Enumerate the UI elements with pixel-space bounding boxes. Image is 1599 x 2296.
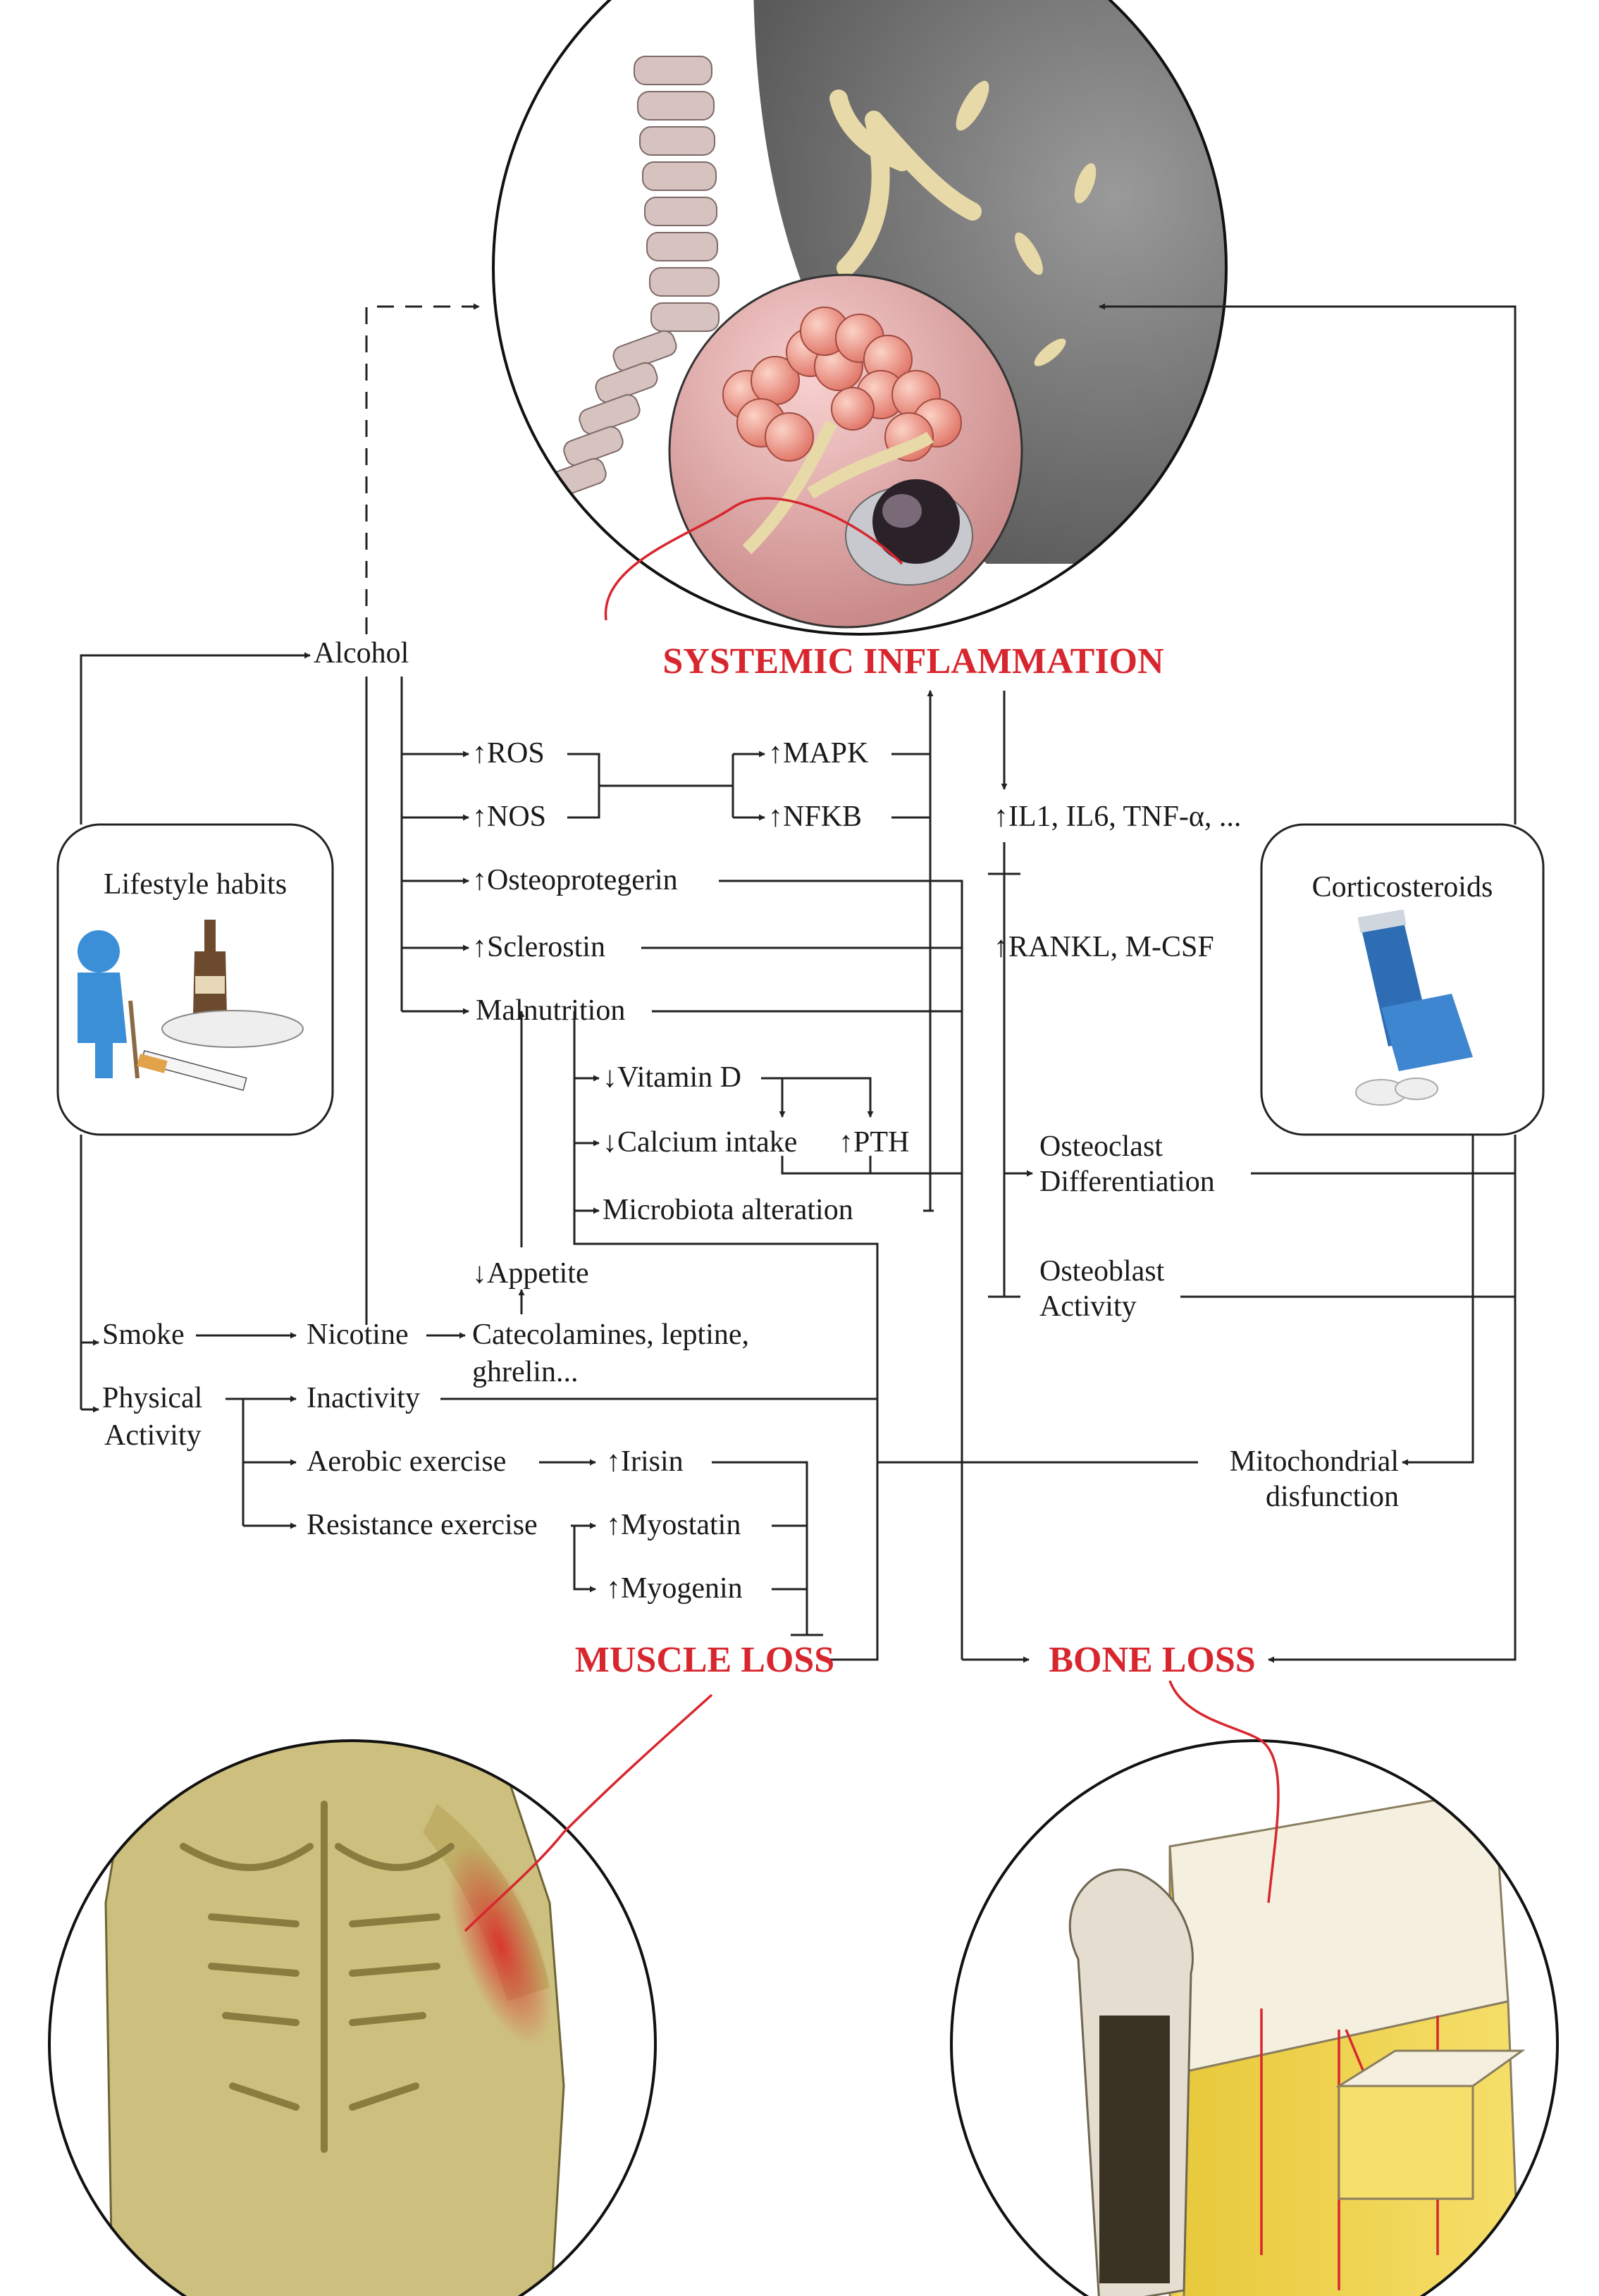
muscle-illustration (48, 1693, 713, 2296)
muscle-loss-title: MUSCLE LOSS (575, 1640, 834, 1680)
bone-loss-title: BONE LOSS (1049, 1640, 1255, 1680)
myostatin-label: ↑Myostatin (606, 1509, 741, 1541)
diagram-labels: SYSTEMIC INFLAMMATION MUSCLE LOSS BONE L… (102, 637, 1399, 1680)
sclerostin-label: ↑Sclerostin (472, 931, 605, 963)
mitochondrial-label: Mitochondrial (1230, 1445, 1399, 1478)
osteoclast-label-2: Differentiation (1039, 1166, 1215, 1198)
osteoprotegerin-label: ↑Osteoprotegerin (472, 864, 678, 896)
systemic-inflammation-title: SYSTEMIC INFLAMMATION (662, 641, 1163, 681)
corticosteroids-title: Corticosteroids (1312, 871, 1493, 903)
cytokines-label: ↑IL1, IL6, TNF-α, ... (994, 801, 1241, 833)
rankl-label: ↑RANKL, M-CSF (994, 931, 1214, 963)
osteoblast-label-2: Activity (1039, 1290, 1137, 1323)
microbiota-label: Microbiota alteration (603, 1194, 853, 1226)
osteoclast-label: Osteoclast (1039, 1130, 1163, 1163)
wine-bottle-icon (193, 920, 227, 1015)
myogenin-label: ↑Myogenin (606, 1572, 743, 1605)
calcium-intake-label: ↓Calcium intake (603, 1126, 797, 1159)
lung-illustration (492, 0, 1228, 636)
bone-illustration (950, 1680, 1559, 2296)
vitamin-d-label: ↓Vitamin D (603, 1061, 741, 1094)
catecholamines-label: Catecolamines, leptine, (472, 1319, 749, 1351)
connector-lines (80, 303, 1517, 1663)
mapk-label: ↑MAPK (768, 737, 868, 770)
physical-activity-label-2: Activity (104, 1419, 202, 1452)
nfkb-label: ↑NFKB (768, 801, 862, 833)
pth-label: ↑PTH (839, 1126, 909, 1159)
lifestyle-habits-box: Lifestyle habits (56, 823, 334, 1136)
cigarette-icon (137, 1049, 247, 1092)
osteoblast-label: Osteoblast (1039, 1255, 1165, 1288)
elderly-person-icon (78, 930, 140, 1079)
mitochondrial-label-2: disfunction (1266, 1481, 1399, 1513)
smoke-label: Smoke (102, 1319, 185, 1351)
inhaler-icon (1355, 909, 1473, 1106)
ros-label: ↑ROS (472, 737, 545, 770)
catecholamines-label-2: ghrelin... (472, 1356, 578, 1388)
nos-label: ↑NOS (472, 801, 546, 833)
malnutrition-label: Malnutrition (476, 994, 625, 1027)
lifestyle-habits-title: Lifestyle habits (104, 868, 287, 901)
corticosteroids-box: Corticosteroids (1260, 823, 1545, 1136)
aerobic-exercise-label: Aerobic exercise (307, 1445, 506, 1478)
alcohol-label: Alcohol (314, 637, 409, 669)
plate-icon (161, 1010, 304, 1048)
inactivity-label: Inactivity (307, 1382, 420, 1414)
irisin-label: ↑Irisin (606, 1445, 684, 1478)
physical-activity-label: Physical (102, 1382, 202, 1414)
nicotine-label: Nicotine (307, 1319, 409, 1351)
appetite-label: ↓Appetite (472, 1257, 589, 1290)
resistance-exercise-label: Resistance exercise (307, 1509, 538, 1541)
